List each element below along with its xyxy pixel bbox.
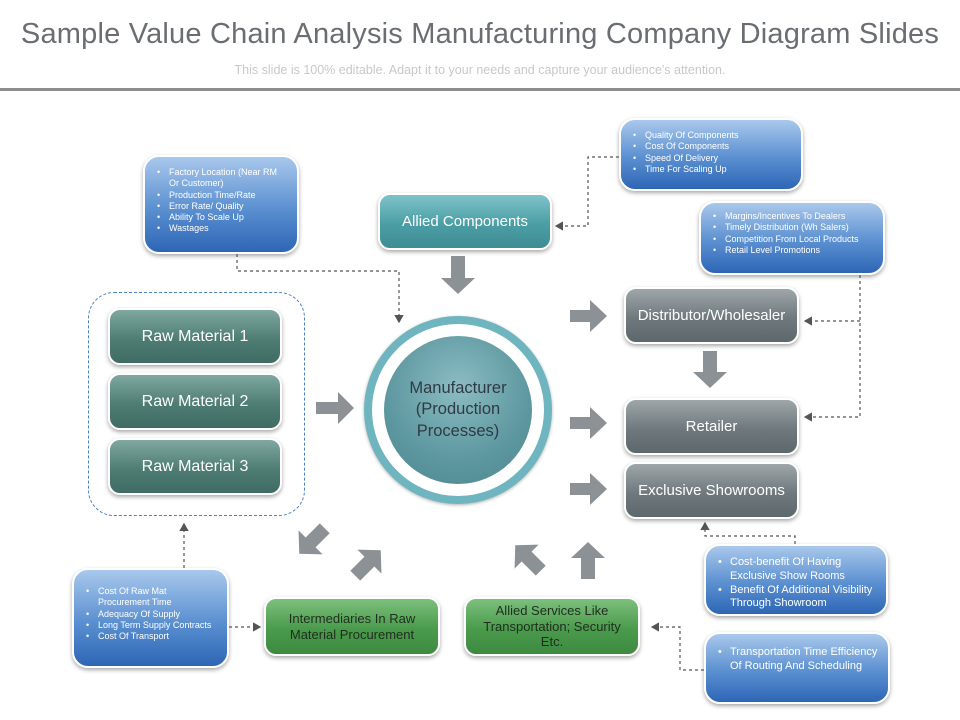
note-bullet: Error Rate/ Quality bbox=[155, 201, 289, 213]
raw-material-3: Raw Material 3 bbox=[108, 438, 282, 495]
arrow-diag-down-right-icon bbox=[298, 523, 330, 555]
note-bullet: Transportation Time Efficiency Of Routin… bbox=[716, 646, 880, 674]
raw-material-2: Raw Material 2 bbox=[108, 373, 282, 430]
arrow-down-icon bbox=[693, 351, 727, 388]
note-bullet: Factory Location (Near RM Or Customer) bbox=[155, 167, 289, 190]
note-bullet: Quality Of Components bbox=[631, 130, 793, 142]
note-bullet: Time For Scaling Up bbox=[631, 164, 793, 176]
arrow-diag-up-left-icon bbox=[514, 544, 546, 576]
transport-note: Transportation Time Efficiency Of Routin… bbox=[704, 632, 890, 704]
arrow-up-icon bbox=[571, 542, 605, 579]
arrow-down-icon bbox=[441, 256, 475, 294]
intermediaries-node: Intermediaries In Raw Material Procureme… bbox=[264, 597, 440, 656]
note-bullet: Cost Of Transport bbox=[84, 631, 219, 643]
note-bullet: Long Term Supply Contracts bbox=[84, 620, 219, 632]
raw-material-group bbox=[88, 292, 305, 516]
slide-subtitle: This slide is 100% editable. Adapt it to… bbox=[234, 63, 726, 77]
raw-material-1: Raw Material 1 bbox=[108, 308, 282, 365]
note-bullet: Retail Level Promotions bbox=[711, 245, 875, 257]
distributor-node: Distributor/Wholesaler bbox=[624, 287, 799, 344]
components-note: Quality Of ComponentsCost Of ComponentsS… bbox=[619, 118, 803, 191]
arrow-right-icon bbox=[570, 300, 607, 332]
arrow-diag-up-right-icon bbox=[350, 549, 382, 581]
factory-note: Factory Location (Near RM Or Customer)Pr… bbox=[143, 155, 299, 254]
retailer-node: Retailer bbox=[624, 398, 799, 455]
showroom-note: Cost-benefit Of Having Exclusive Show Ro… bbox=[704, 544, 888, 616]
note-bullet: Ability To Scale Up bbox=[155, 212, 289, 224]
note-bullet: Benefit Of Additional Visibility Through… bbox=[716, 584, 878, 612]
distribution-note: Margins/Incentives To Dealers Timely Dis… bbox=[699, 201, 885, 275]
manufacturer-node: Manufacturer (Production Processes) bbox=[384, 336, 532, 484]
note-bullet: Cost-benefit Of Having Exclusive Show Ro… bbox=[716, 556, 878, 584]
note-bullet: Wastages bbox=[155, 223, 289, 235]
note-bullet: Competition From Local Products bbox=[711, 234, 875, 246]
allied-services-node: Allied Services Like Transportation; Sec… bbox=[464, 597, 640, 656]
note-bullet: Speed Of Delivery bbox=[631, 153, 793, 165]
note-bullet: Cost Of Raw Mat Procurement Time bbox=[84, 586, 219, 609]
note-bullet: Cost Of Components bbox=[631, 141, 793, 153]
header-divider bbox=[0, 88, 960, 91]
note-bullet: Production Time/Rate bbox=[155, 190, 289, 202]
note-bullet: Margins/Incentives To Dealers bbox=[711, 211, 875, 223]
exclusive-showrooms-node: Exclusive Showrooms bbox=[624, 462, 799, 519]
arrow-right-icon bbox=[316, 392, 354, 424]
note-bullet: Adequacy Of Supply bbox=[84, 609, 219, 621]
slide-title: Sample Value Chain Analysis Manufacturin… bbox=[20, 18, 940, 50]
allied-components-node: Allied Components bbox=[378, 193, 552, 250]
arrow-right-icon bbox=[570, 473, 607, 505]
arrow-right-icon bbox=[570, 407, 607, 439]
note-bullet: Timely Distribution (Wh Salers) bbox=[711, 222, 875, 234]
raw-mat-note: Cost Of Raw Mat Procurement TimeAdequacy… bbox=[72, 568, 229, 668]
